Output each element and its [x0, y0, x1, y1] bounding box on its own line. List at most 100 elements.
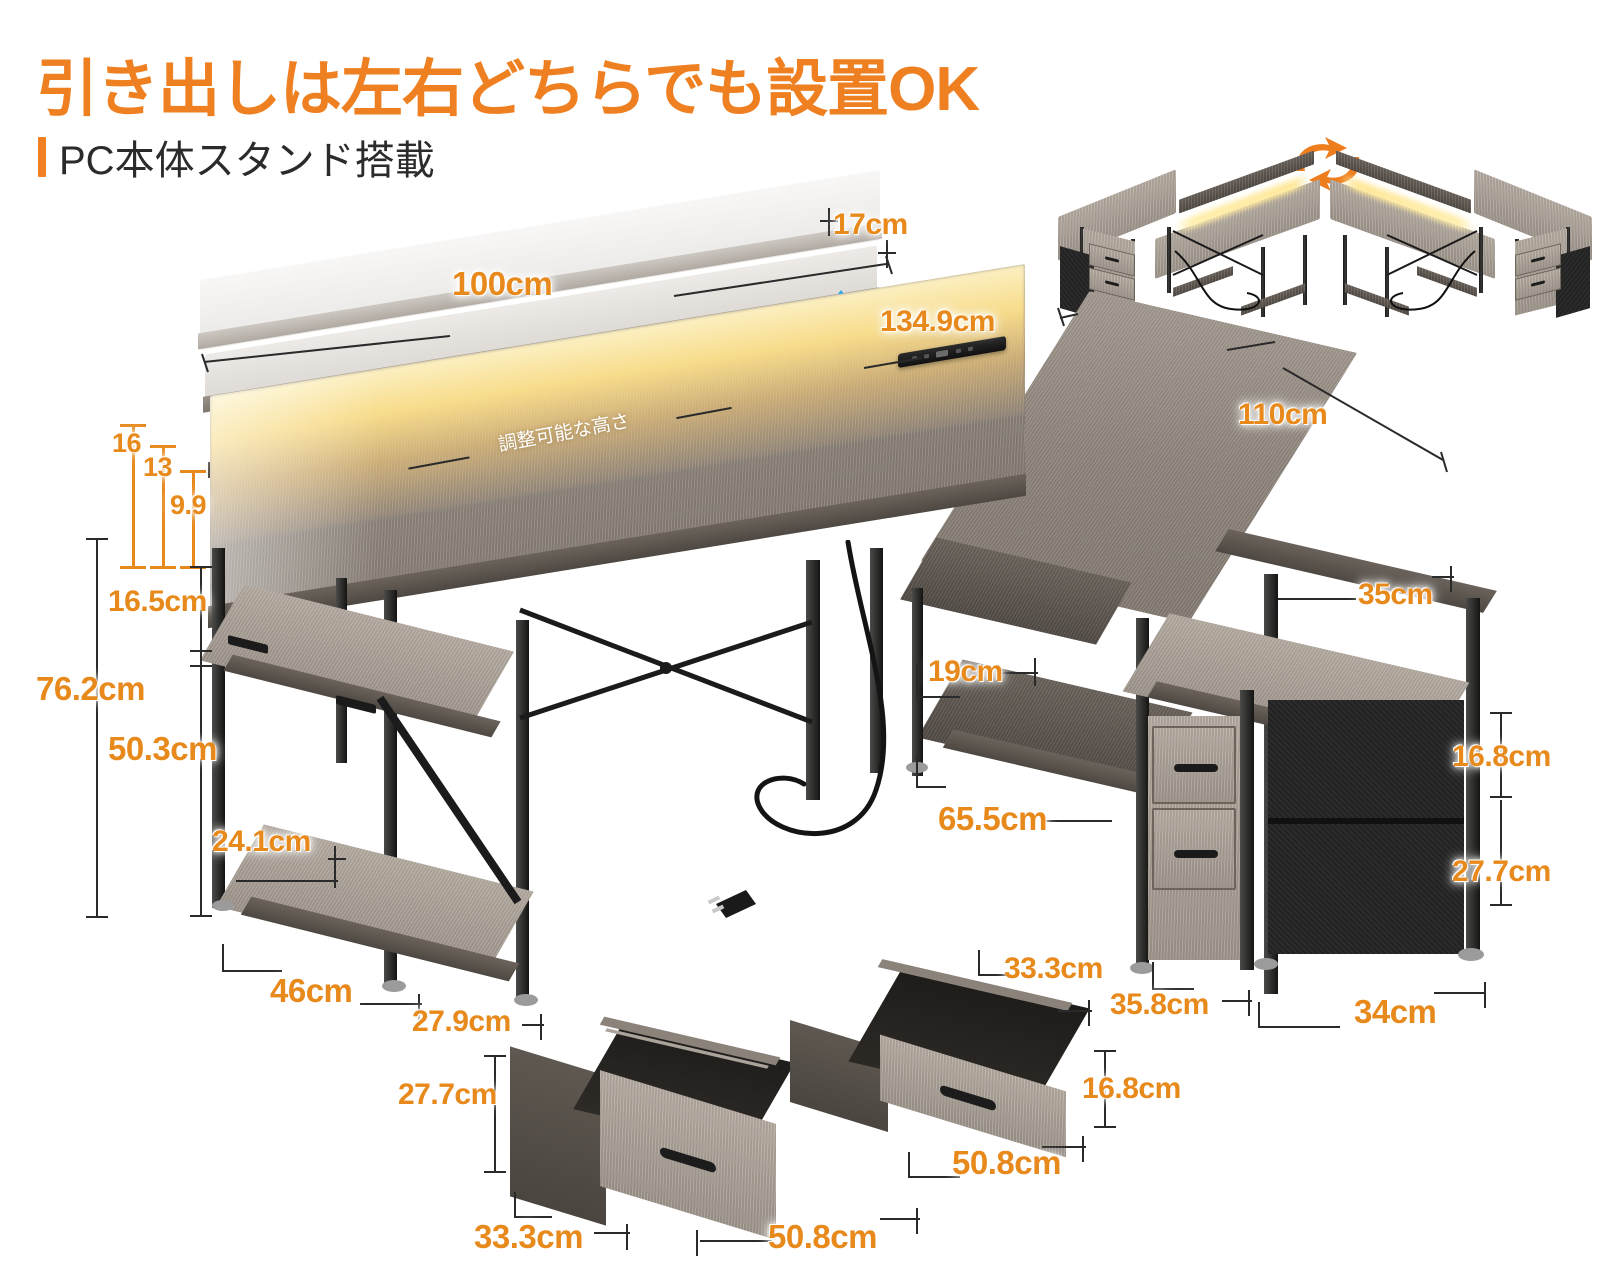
dim-drawer-shallow-height: 16.8cm — [1452, 740, 1551, 773]
foot-1 — [212, 900, 234, 911]
rule-box-deep-d-a — [514, 1216, 552, 1218]
tick-65-5-a — [916, 754, 918, 788]
dim-drawer-box-deep-h: 27.7cm — [398, 1078, 497, 1111]
power-plug-icon — [707, 890, 756, 918]
dim-bottom-shelf-height: 24.1cm — [212, 825, 311, 858]
rule-box-sh-w-b — [1042, 1146, 1086, 1148]
foot-2 — [382, 980, 406, 992]
otick-13-top — [150, 445, 176, 448]
drawer-handle-lower[interactable] — [1174, 850, 1218, 858]
drawer-front-upper[interactable] — [1152, 726, 1236, 804]
otick-13-bot — [150, 566, 176, 569]
tick-box-sh-d-a — [978, 950, 980, 976]
rule-box-deep-d-b — [594, 1232, 630, 1234]
tick-24-1-b — [328, 858, 346, 860]
tick-76-2-top — [86, 538, 108, 540]
power-cord — [754, 540, 887, 836]
tick-box-deep-w-b — [916, 1208, 918, 1234]
leader-134-9cm — [863, 307, 1079, 369]
tick-box-sh-d-b — [1088, 1000, 1090, 1026]
otick-16-top — [120, 424, 146, 427]
drawer-handle-upper[interactable] — [1174, 764, 1218, 772]
rule-34cm-a — [1258, 1026, 1340, 1028]
bin-divider — [1268, 818, 1464, 824]
tick-17cm-a2 — [820, 220, 838, 222]
fabric-bin-lower[interactable] — [1268, 824, 1464, 954]
rule-27-7cm — [1500, 800, 1502, 906]
tick-16-5-bot — [190, 650, 212, 652]
foot-3 — [514, 994, 538, 1006]
foot-6 — [1130, 962, 1154, 974]
cross-brace-center — [519, 607, 813, 725]
tick-35-8-a — [1152, 962, 1154, 990]
orule-99 — [192, 470, 195, 569]
rule-65-5-b — [1046, 820, 1112, 822]
drawer-front-lower[interactable] — [1152, 808, 1236, 890]
tick-76-2-bot — [86, 916, 108, 918]
tick-50-3-bot — [190, 915, 212, 917]
tick-19cm-b — [1034, 658, 1036, 686]
tick-34cm-a — [1258, 1002, 1260, 1028]
dim-total-height: 76.2cm — [36, 670, 145, 707]
dim-pc-stand-width: 65.5cm — [938, 800, 1047, 837]
dim-pc-stand-height: 19cm — [928, 655, 1003, 688]
dim-bottom-shelf-depth: 27.9cm — [412, 1005, 511, 1038]
rule-50-3cm — [200, 665, 202, 917]
rule-16-5cm — [200, 566, 202, 676]
leader-110cm — [1226, 341, 1448, 473]
tick-box-sh-h-top — [1094, 1050, 1116, 1052]
tick-box-sh-h-bot — [1094, 1126, 1116, 1128]
dim-bottom-shelf-width: 46cm — [270, 972, 353, 1009]
rule-19cm-b — [1002, 672, 1038, 674]
dim-leg-clearance: 50.3cm — [108, 730, 217, 767]
inset-desk-left — [1055, 150, 1320, 318]
dim-drawer-box-deep-w: 50.8cm — [768, 1218, 877, 1255]
dim-under-desk-shelf-height: 16.5cm — [108, 585, 207, 618]
otick-99-top — [180, 470, 206, 473]
dim-desktop-return-length: 110cm — [1238, 398, 1328, 431]
tick-16-5-top — [190, 566, 212, 568]
dim-drawer-box-deep-depth: 33.3cm — [474, 1218, 583, 1255]
leg-return-left — [1136, 618, 1149, 968]
leader-100cm — [201, 255, 893, 373]
drawer-box-shallow — [790, 959, 1090, 1158]
dim-drawer-box-shallow-depth: 33.3cm — [1004, 952, 1103, 985]
tick-box-deep-d-b — [626, 1224, 628, 1250]
dim-monitor-stand-depth: 17cm — [833, 208, 908, 241]
tick-46cm-a — [222, 944, 224, 972]
dim-stand-height-1: 16 — [112, 428, 142, 458]
cabinet-center-post — [1240, 690, 1254, 970]
tick-box-deep-d-a — [514, 1192, 516, 1218]
dim-stand-height-3: 9.9 — [170, 490, 207, 520]
tick-50-3-top — [190, 665, 212, 667]
rule-27-9cm — [522, 1024, 544, 1026]
foot-7 — [1458, 948, 1484, 961]
rule-16-8cm — [1500, 712, 1502, 798]
leg-center-front — [806, 560, 820, 800]
rule-box-sh-d-b — [1058, 1010, 1092, 1012]
rule-box-sh-h — [1104, 1050, 1106, 1128]
rule-35-8-a — [1152, 988, 1194, 990]
leg-center-rear — [870, 548, 883, 773]
tick-35cm-a — [1272, 586, 1274, 612]
rule-35cm-b — [1432, 576, 1454, 578]
orule-13 — [162, 445, 165, 569]
dim-cabinet-depth: 34cm — [1354, 993, 1437, 1030]
dim-monitor-stand-width: 100cm — [452, 265, 553, 302]
fabric-bin-upper[interactable] — [1268, 700, 1464, 818]
tick-box-deep-w-a — [696, 1230, 698, 1256]
dim-stand-height-2: 13 — [143, 452, 173, 482]
rule-19cm-a — [916, 696, 960, 698]
rule-34cm-b — [1434, 992, 1486, 994]
tick-35cm-b — [1450, 566, 1452, 592]
swap-double-arrow-icon — [1296, 137, 1360, 191]
page-subtitle-group: PC本体スタンド搭載 — [38, 128, 435, 186]
tick-box-deep-h-top — [484, 1055, 506, 1057]
rule-box-sh-d-a — [978, 974, 1012, 976]
rule-35-8-b — [1222, 1000, 1252, 1002]
rule-35cm — [1278, 598, 1356, 600]
tick-27-9-b — [540, 1014, 542, 1040]
rule-box-deep-w-a — [700, 1240, 772, 1242]
drawer-box-deep — [510, 1016, 800, 1240]
